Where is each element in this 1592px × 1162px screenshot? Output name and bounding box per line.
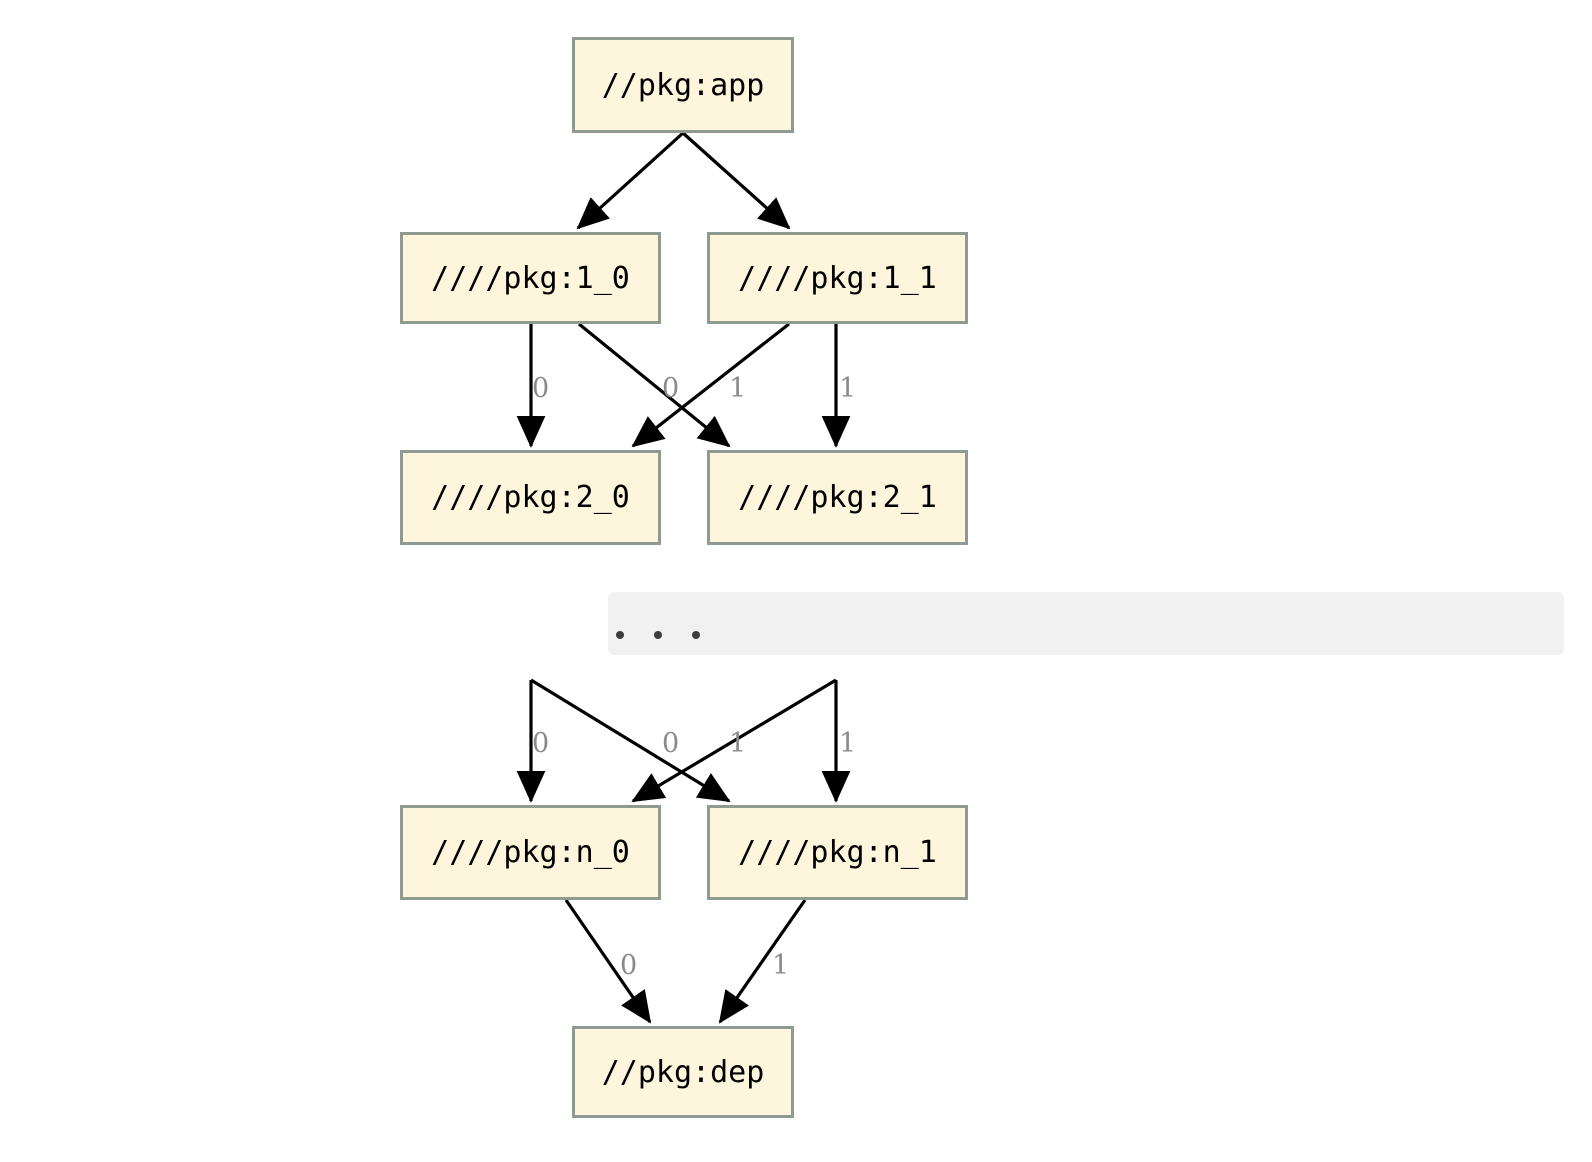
edge-label: 1 <box>729 373 747 404</box>
edge-label: 0 <box>662 728 680 759</box>
graph-edge-ln_0-to-dep <box>564 899 652 1024</box>
graph-node-label: //pkg:dep <box>601 1054 765 1090</box>
ellipsis-dot <box>616 631 624 639</box>
graph-node-label: ////pkg:2_1 <box>738 480 937 515</box>
graph-node-dep[interactable]: //pkg:dep <box>572 1026 794 1118</box>
graph-node-label: ////pkg:2_0 <box>431 480 630 515</box>
graph-node-l1_0[interactable]: ////pkg:1_0 <box>400 232 661 324</box>
truncation-ellipsis-band <box>608 592 1564 655</box>
ellipsis-dot <box>692 631 700 639</box>
ellipsis-dots <box>616 631 700 639</box>
graph-edge-l1_1-to-l2_0 <box>631 322 790 448</box>
edge-label: 1 <box>729 728 747 759</box>
edge-label: 0 <box>532 373 550 404</box>
edge-layer <box>516 131 851 1024</box>
graph-node-app[interactable]: //pkg:app <box>572 37 794 133</box>
edge-label: 1 <box>772 950 790 981</box>
edge-label: 0 <box>532 728 550 759</box>
graph-edge-app-to-l1_0 <box>576 131 685 230</box>
edge-label: 0 <box>620 950 638 981</box>
graph-node-label: ////pkg:1_0 <box>431 260 630 296</box>
graph-edge-app-to-l1_1 <box>681 131 791 230</box>
graph-node-l2_1[interactable]: ////pkg:2_1 <box>707 450 968 545</box>
graph-node-l2_0[interactable]: ////pkg:2_0 <box>400 450 661 545</box>
ellipsis-dot <box>654 631 662 639</box>
edge-label: 0 <box>662 373 680 404</box>
graph-edge-ln_1-to-dep <box>718 899 807 1024</box>
graph-edge-to-ln_0 <box>631 678 837 803</box>
graph-node-ln_0[interactable]: ////pkg:n_0 <box>400 805 661 900</box>
graph-node-label: ////pkg:n_0 <box>431 835 630 870</box>
graph-node-label: ////pkg:n_1 <box>738 835 937 870</box>
graph-node-l1_1[interactable]: ////pkg:1_1 <box>707 232 968 324</box>
graph-node-ln_1[interactable]: ////pkg:n_1 <box>707 805 968 900</box>
graph-node-label: ////pkg:1_1 <box>738 260 937 296</box>
graph-node-label: //pkg:app <box>601 67 765 103</box>
edge-label: 1 <box>839 728 857 759</box>
graph-edge-l1_0-to-l2_1 <box>577 322 731 448</box>
edge-label: 1 <box>839 373 857 404</box>
graph-edge-to-ln_1 <box>530 678 731 803</box>
